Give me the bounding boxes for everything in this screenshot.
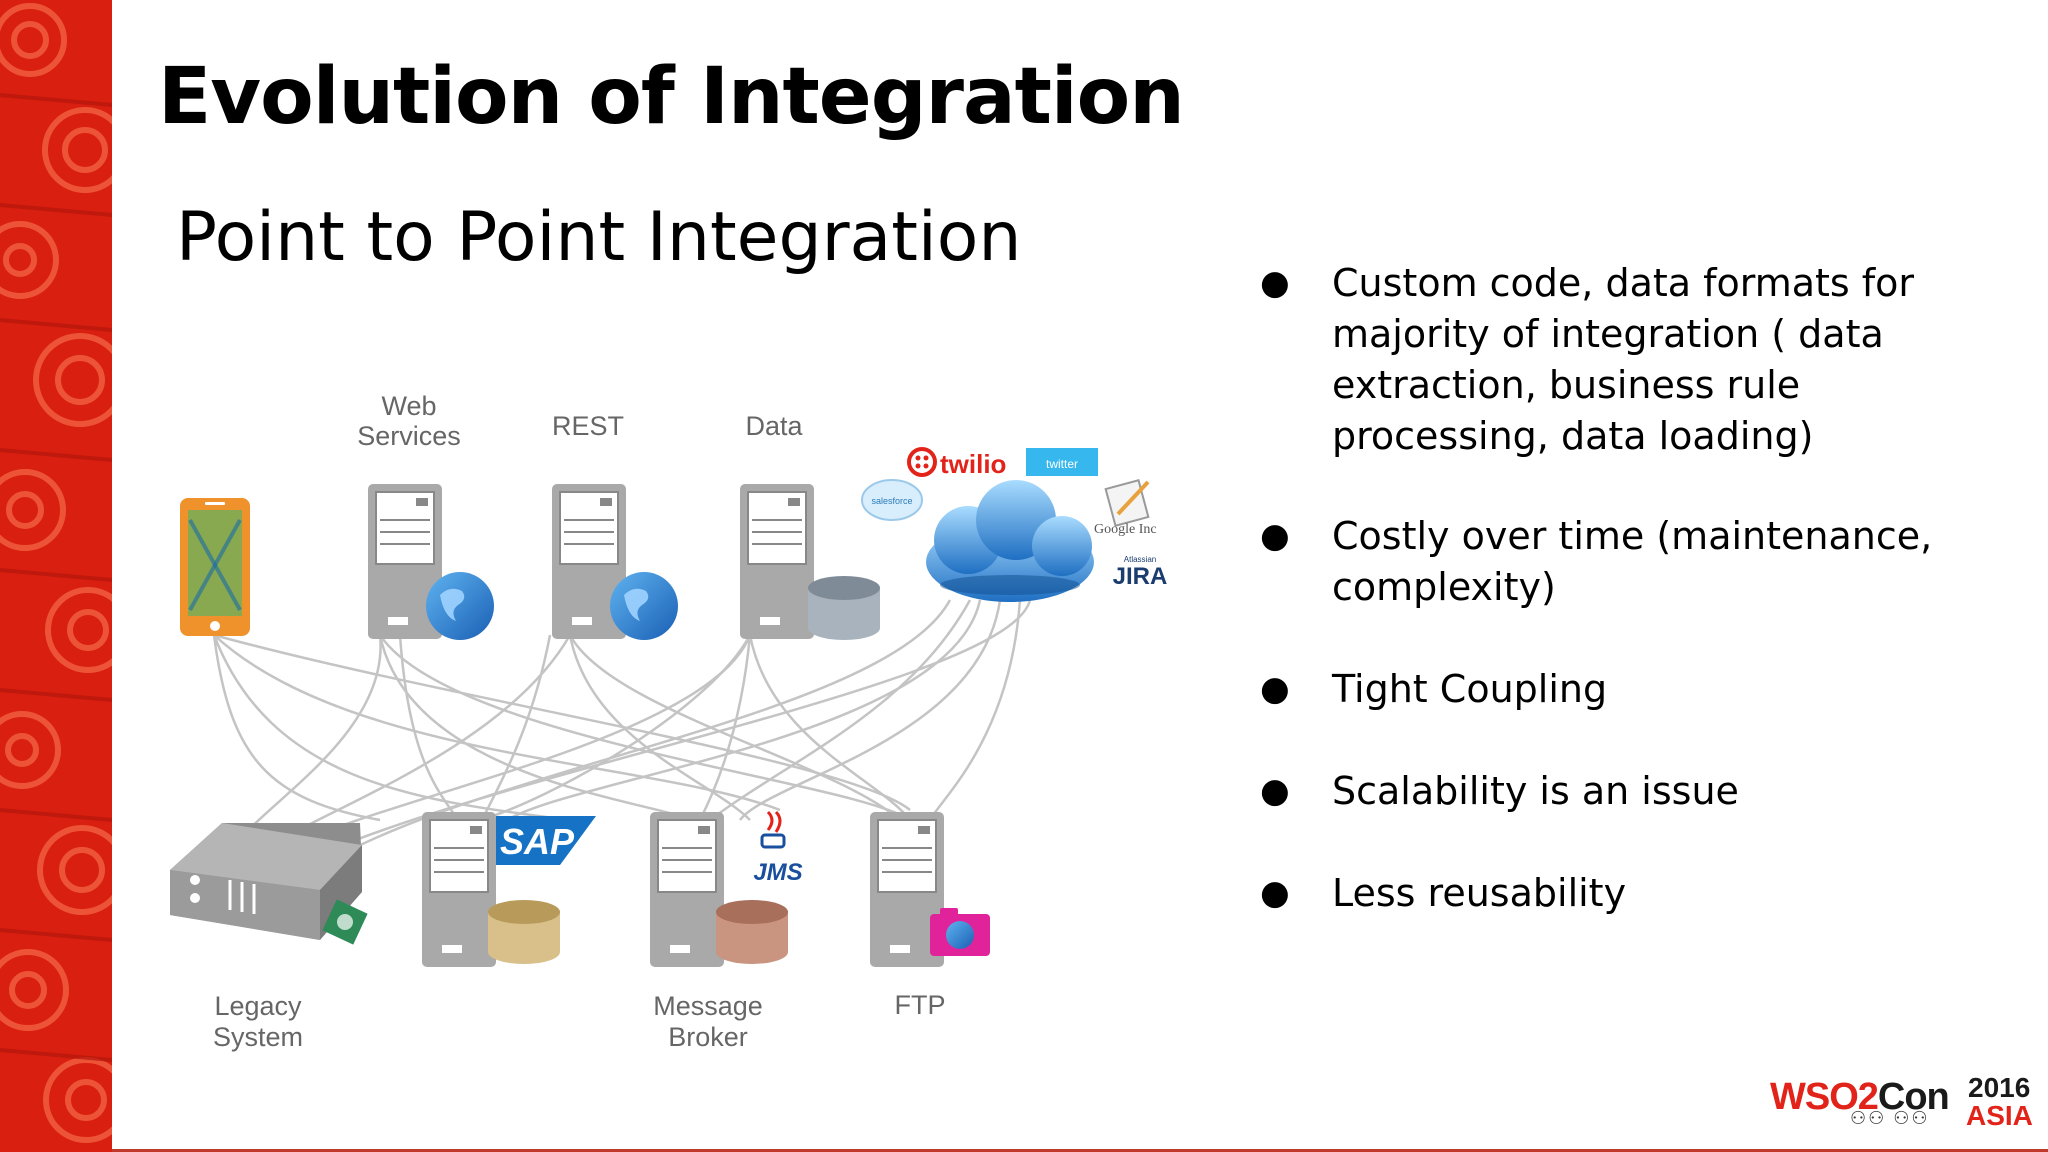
- jira-label: JIRA: [1113, 563, 1168, 590]
- web-services-server-icon: [368, 484, 494, 640]
- salesforce-logo-icon: [861, 479, 923, 521]
- slide-subtitle: Point to Point Integration: [176, 198, 1022, 277]
- label-web-services-1: Web: [381, 391, 436, 421]
- people-icon: ⚇⚇ ⚇⚇: [1850, 1108, 1930, 1128]
- bullet-item: ●Less reusability: [1260, 868, 2000, 919]
- logo-con: Con: [1877, 1076, 1950, 1118]
- connection-lines: [212, 599, 1032, 852]
- bullet-item: ●Scalability is an issue: [1260, 766, 2000, 817]
- legacy-system-icon: [170, 823, 368, 945]
- logo-year: 2016: [1968, 1072, 2031, 1103]
- jms-label: JMS: [753, 859, 802, 886]
- twilio-logo-icon: [907, 447, 937, 477]
- label-data: Data: [745, 411, 803, 441]
- twitter-label: twitter: [1046, 457, 1078, 471]
- mobile-phone-icon: [180, 498, 250, 636]
- bottom-divider: [112, 1149, 2048, 1152]
- label-legacy-2: System: [213, 1022, 303, 1052]
- bullet-dot-icon: ●: [1260, 669, 1290, 709]
- twilio-label: twilio: [940, 449, 1006, 479]
- label-ftp: FTP: [895, 990, 946, 1020]
- integration-diagram: Web Services REST Data: [150, 380, 1210, 1080]
- bullet-dot-icon: ●: [1260, 516, 1290, 556]
- message-broker-server-icon: [650, 810, 788, 967]
- bullet-item: ●Custom code, data formats for majority …: [1260, 258, 2000, 462]
- google-docs-icon: [1104, 479, 1150, 527]
- wso2con-logo: WSO2Con ⚇⚇ ⚇⚇ 2016 ASIA: [1770, 1070, 2035, 1134]
- atlassian-label: Atlassian: [1124, 555, 1156, 564]
- cloud-icon: [926, 480, 1094, 602]
- bullet-dot-icon: ●: [1260, 771, 1290, 811]
- bullet-item: ●Tight Coupling: [1260, 664, 2000, 715]
- sap-server-icon: [422, 812, 596, 967]
- google-label: Google Inc: [1094, 522, 1157, 537]
- twitter-badge: [1026, 448, 1098, 476]
- rest-server-icon: [552, 484, 678, 640]
- decorative-sidebar: [0, 0, 112, 1152]
- sap-label: SAP: [500, 821, 575, 862]
- label-web-services-2: Services: [357, 421, 461, 451]
- label-rest: REST: [552, 411, 624, 441]
- label-legacy-1: Legacy: [214, 991, 302, 1021]
- bullet-item: ●Costly over time (maintenance, complexi…: [1260, 511, 2000, 613]
- ftp-server-icon: [870, 812, 990, 967]
- label-broker-2: Broker: [668, 1022, 748, 1052]
- salesforce-label: salesforce: [871, 496, 912, 506]
- bullet-dot-icon: ●: [1260, 873, 1290, 913]
- logo-region: ASIA: [1966, 1100, 2033, 1131]
- label-broker-1: Message: [653, 991, 763, 1021]
- bullet-list: ●Custom code, data formats for majority …: [1260, 258, 2000, 919]
- bullet-dot-icon: ●: [1260, 263, 1290, 303]
- slide-title: Evolution of Integration: [158, 52, 1185, 142]
- data-server-icon: [740, 484, 880, 640]
- logo-brand: WSO2: [1770, 1076, 1879, 1118]
